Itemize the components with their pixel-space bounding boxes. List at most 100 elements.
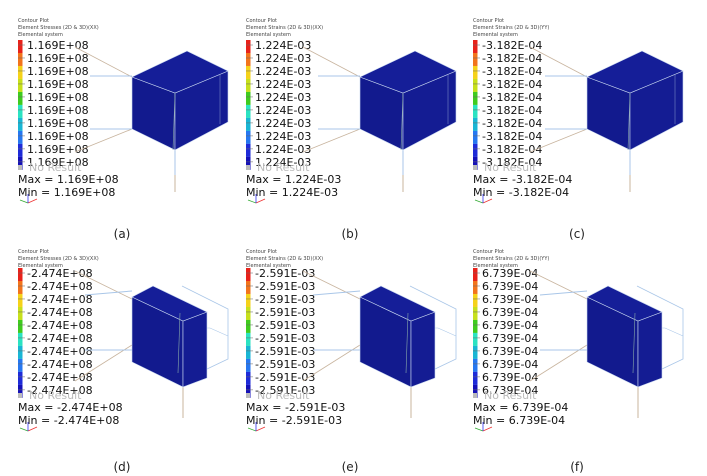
legend-level-label: -2.591E-03 [255, 293, 315, 306]
legend-header-title: Contour Plot [246, 249, 277, 255]
legend-color-swatch [473, 65, 478, 79]
max-value: Max = -2.474E+08 [18, 401, 123, 414]
legend-color-swatch [473, 293, 478, 307]
no-result-swatch [246, 165, 250, 170]
legend-color-swatch [246, 268, 251, 281]
legend-level-label: -2.474E+08 [27, 306, 93, 319]
legend-level-label: -3.182E-04 [482, 65, 542, 78]
min-value: Min = -2.474E+08 [18, 414, 119, 427]
leader-line [302, 270, 361, 300]
leader-line [529, 270, 588, 300]
legend-color-swatch [18, 280, 23, 294]
axis-triad-y [482, 426, 493, 432]
axis-triad-x [474, 199, 484, 204]
no-result-swatch [246, 393, 250, 398]
legend-header-subtitle: Element Stresses (2D & 3D)(XX) [18, 256, 99, 262]
legend-color-swatch [18, 319, 23, 333]
max-value: Max = -2.591E-03 [246, 401, 345, 414]
legend-color-swatch [18, 156, 23, 170]
cube-edge [172, 92, 176, 151]
wireframe-outline [207, 327, 229, 337]
legend-level-label: -2.591E-03 [255, 332, 315, 345]
axis-triad-x [474, 427, 484, 432]
no-result-swatch [473, 393, 477, 398]
legend-level-label: 1.169E+08 [27, 104, 89, 117]
legend-level-label: -2.474E+08 [27, 384, 93, 397]
leader-line [84, 290, 133, 296]
slab-top-face [586, 285, 663, 322]
legend-level-label: -3.182E-04 [482, 156, 542, 169]
legend-level-label: -2.474E+08 [27, 319, 93, 332]
legend-color-swatch [246, 345, 251, 359]
cube-edge [627, 92, 631, 151]
legend-level-label: 1.224E-03 [255, 104, 311, 117]
legend-color-swatch [18, 293, 23, 307]
slab-top-face [131, 285, 208, 322]
axis-triad-y [255, 426, 266, 432]
legend-level-label: 1.169E+08 [27, 52, 89, 65]
legend-color-swatch [18, 358, 23, 372]
legend-level-label: 1.169E+08 [27, 39, 89, 52]
legend-color-swatch [473, 130, 478, 144]
legend-color-swatch [18, 306, 23, 320]
slab-edge [177, 312, 181, 374]
leader-line [529, 128, 588, 153]
no-result-label: No Result [257, 161, 310, 174]
min-value: Min = 1.169E+08 [18, 186, 115, 199]
slab-edge [632, 312, 636, 374]
legend-header-system: Elemental system [246, 263, 291, 269]
wireframe-outline [181, 285, 229, 370]
legend-color-swatch [246, 65, 251, 79]
legend-level-label: -2.474E+08 [27, 345, 93, 358]
axis-triad-x [247, 427, 257, 432]
no-result-label: No Result [484, 389, 537, 402]
axis-triad-x [247, 199, 257, 204]
legend-level-label: -2.474E+08 [27, 332, 93, 345]
legend-level-label: 1.169E+08 [27, 143, 89, 156]
legend-header-subtitle: Element Stresses (2D & 3D)(XX) [18, 25, 99, 31]
cube-top-face [359, 50, 457, 94]
legend-level-label: -2.591E-03 [255, 306, 315, 319]
panel-caption: (f) [570, 460, 584, 474]
max-value: Max = 1.224E-03 [246, 173, 341, 186]
axis-triad-x [19, 427, 29, 432]
legend-level-label: -3.182E-04 [482, 143, 542, 156]
legend-level-label: 1.169E+08 [27, 91, 89, 104]
legend-color-swatch [246, 384, 251, 398]
leader-line [74, 128, 133, 153]
no-result-swatch [473, 165, 477, 170]
legend-level-label: -3.182E-04 [482, 78, 542, 91]
legend-color-swatch [246, 280, 251, 294]
legend-color-swatch [473, 143, 478, 157]
legend-color-swatch [473, 280, 478, 294]
cube-top-face [131, 50, 229, 94]
legend-color-swatch [473, 371, 478, 385]
legend-color-swatch [18, 65, 23, 79]
legend-color-swatch [18, 371, 23, 385]
legend-color-swatch [473, 358, 478, 372]
leader-line [539, 290, 588, 296]
legend-level-label: 1.169E+08 [27, 130, 89, 143]
legend-color-swatch [18, 130, 23, 144]
legend-color-swatch [246, 156, 251, 170]
legend-level-label: 1.224E-03 [255, 143, 311, 156]
legend-color-swatch [246, 104, 251, 118]
legend-level-label: -3.182E-04 [482, 104, 542, 117]
slab-edge [405, 312, 409, 374]
axis-triad-y [27, 426, 38, 432]
legend-header-subtitle: Element Strains (2D & 3D)(XX) [246, 256, 323, 262]
legend-header-system: Elemental system [246, 32, 291, 38]
slab-side-face [637, 311, 663, 388]
slab-side-face [410, 311, 436, 388]
no-result-swatch [18, 165, 22, 170]
legend-level-label: 6.739E-04 [482, 371, 538, 384]
axis-triad-y [482, 198, 493, 204]
legend-level-label: 6.739E-04 [482, 306, 538, 319]
legend-level-label: -2.474E+08 [27, 371, 93, 384]
legend-color-swatch [18, 52, 23, 66]
legend-header-title: Contour Plot [246, 18, 277, 24]
legend-level-label: -2.591E-03 [255, 267, 315, 280]
legend-color-swatch [246, 358, 251, 372]
